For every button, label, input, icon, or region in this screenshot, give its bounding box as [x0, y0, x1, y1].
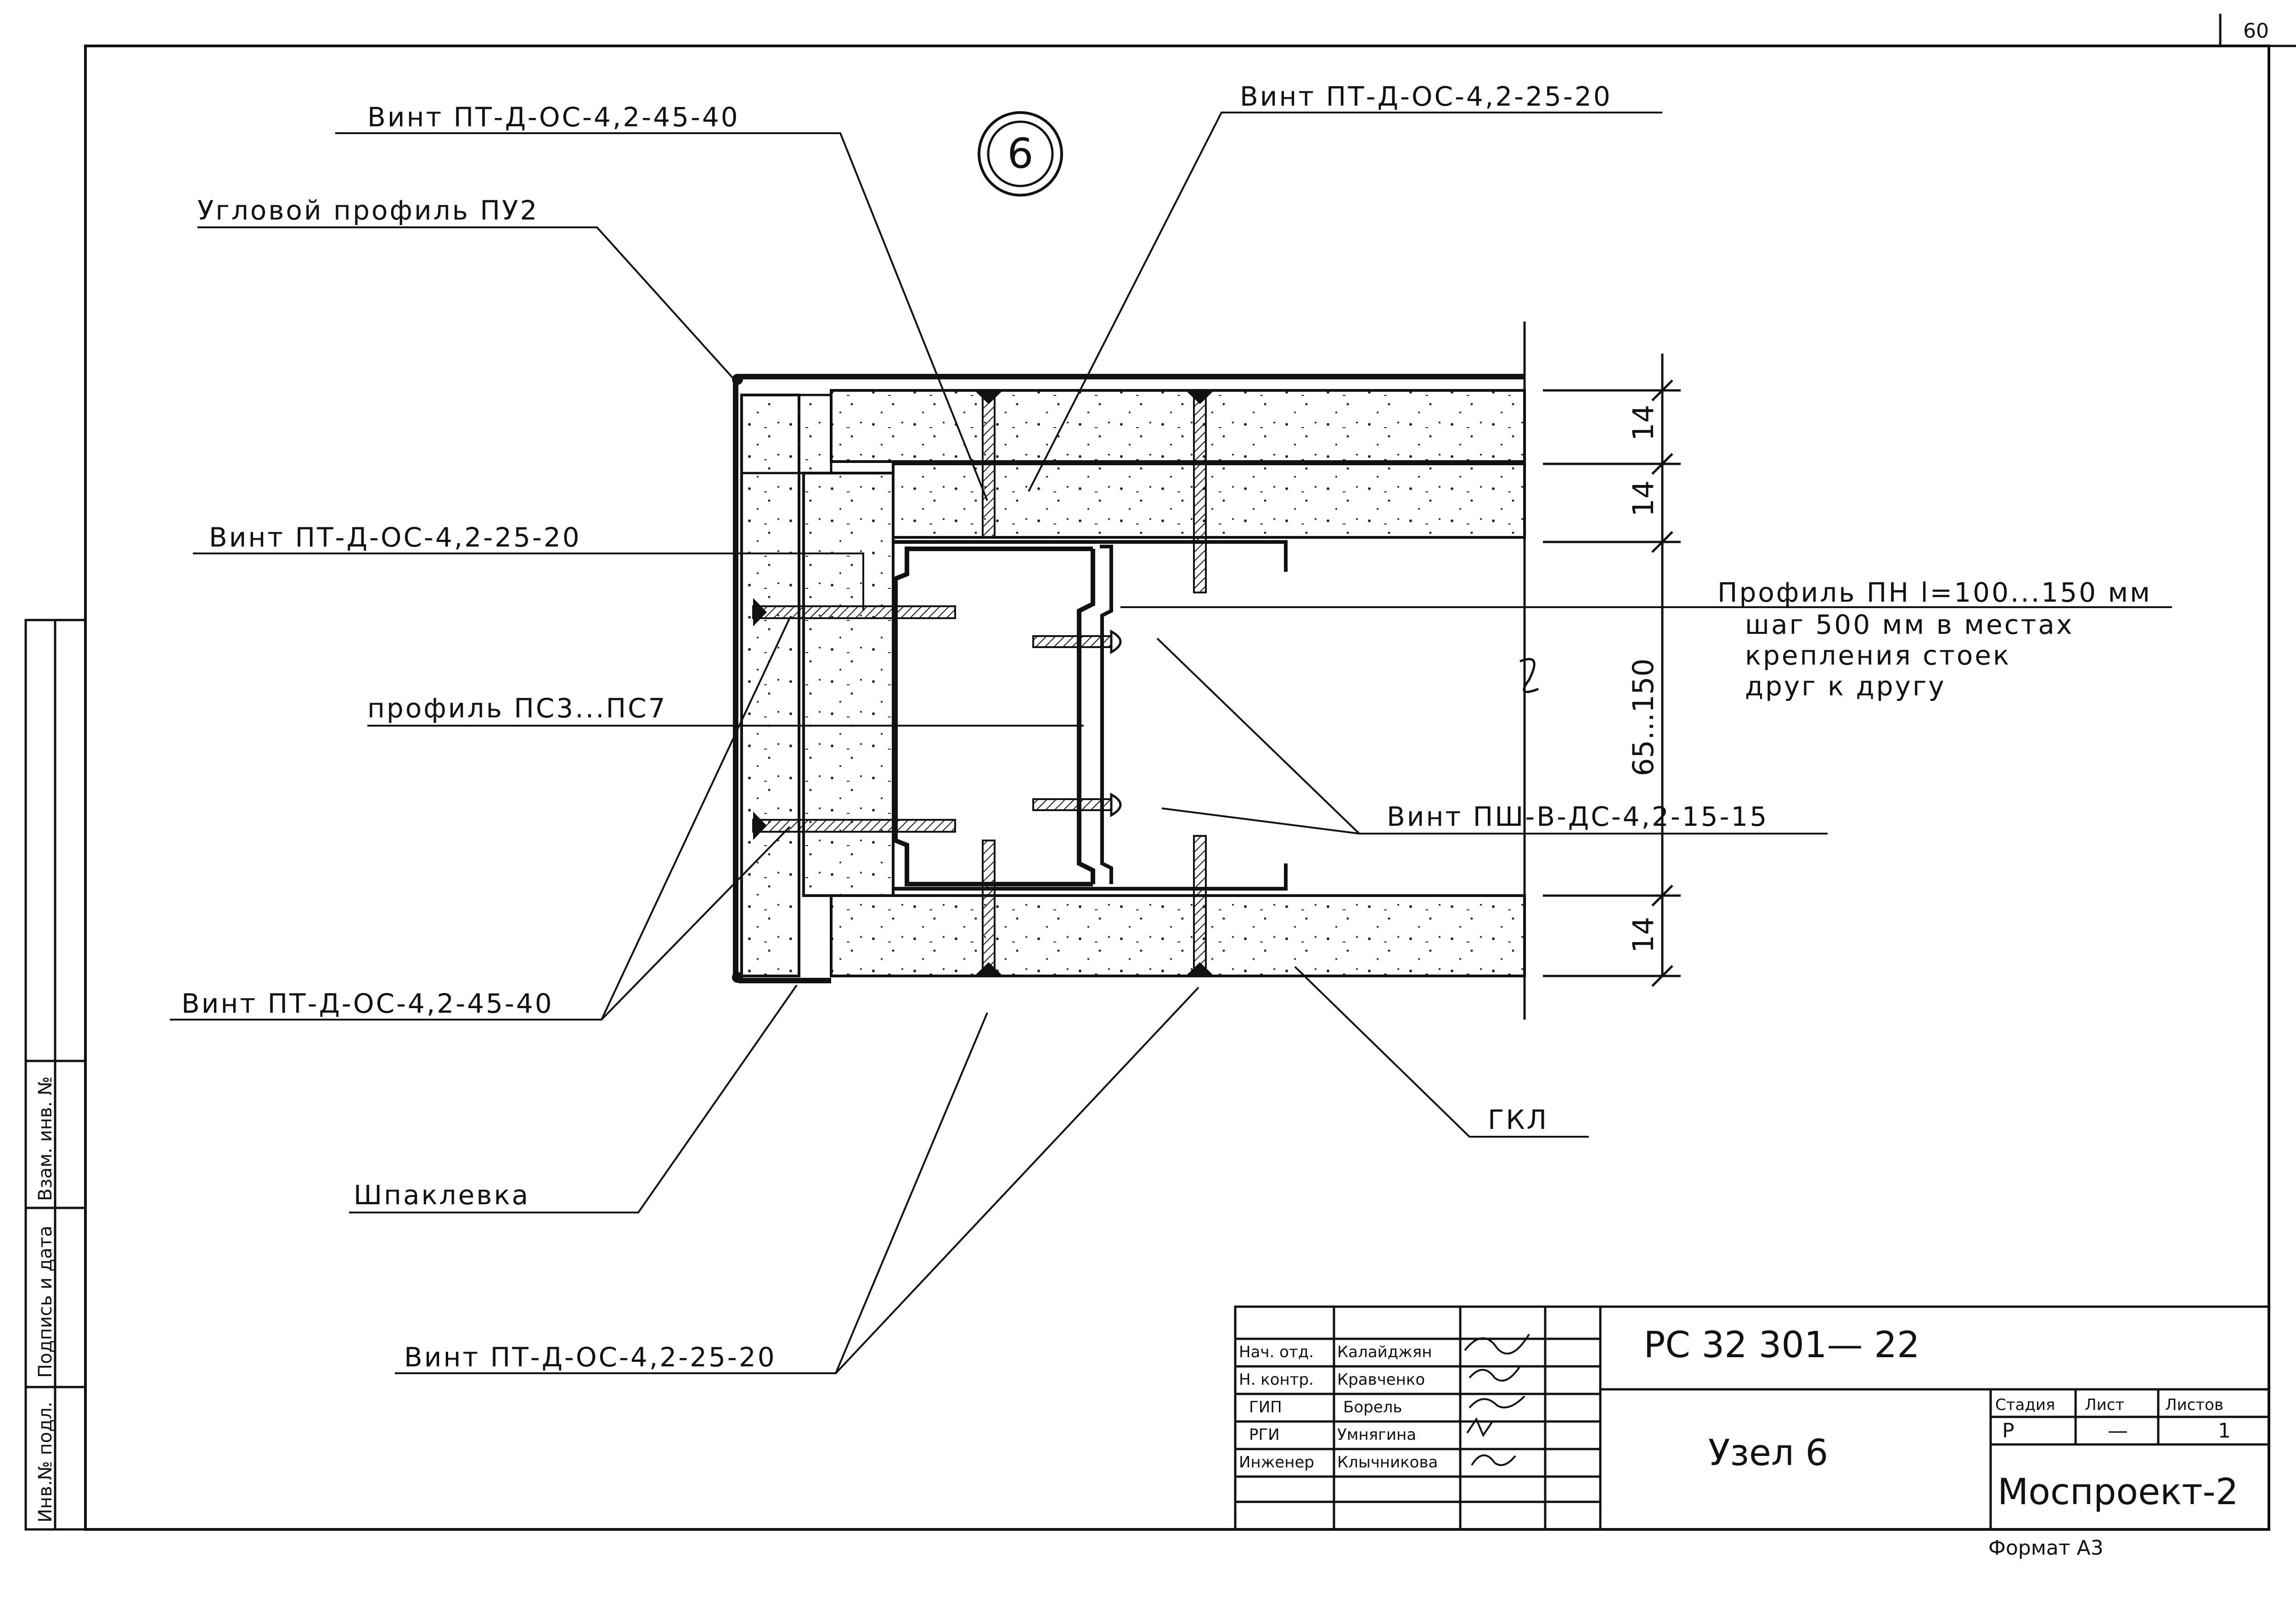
label-profile-pn-2: шаг 500 мм в местах [1745, 609, 2074, 640]
tb-name-3: Борель [1343, 1398, 1402, 1416]
document-code: РС 32 301— 22 [1643, 1325, 1919, 1366]
sheets-value: 1 [2218, 1419, 2231, 1443]
label-screw-bottom-left: Винт ПТ-Д-ОС-4,2-45-40 [181, 988, 554, 1019]
wall-junction-detail [732, 321, 1539, 1020]
label-screw-mid-left: Винт ПТ-Д-ОС-4,2-25-20 [209, 522, 581, 553]
tb-name-5: Клычникова [1337, 1453, 1438, 1472]
gkl-vertical-outer [740, 394, 800, 977]
label-gkl: ГКЛ [1488, 1104, 1548, 1135]
tb-role-5: Инженер [1239, 1453, 1314, 1472]
pn-profile-top [893, 540, 1288, 572]
gkl-bottom [830, 894, 1526, 977]
sheets-header: Листов [2165, 1396, 2223, 1414]
label-corner-profile: Угловой профиль ПУ2 [197, 195, 539, 226]
label-screw-top-right: Винт ПТ-Д-ОС-4,2-25-20 [1240, 81, 1612, 112]
screw-left-top [752, 598, 956, 626]
node-marker-number: 6 [1007, 130, 1033, 178]
label-profile-pn-3: крепления стоек [1745, 640, 2011, 671]
tb-role-4: РГИ [1249, 1426, 1280, 1444]
dimension-d2: 14 [1626, 480, 1660, 517]
tb-role-2: Н. контр. [1239, 1370, 1314, 1389]
label-profile-pn-4: друг к другу [1745, 671, 1946, 702]
tb-name-1: Калайджян [1337, 1343, 1432, 1361]
sheet-header: Лист [2085, 1396, 2124, 1414]
sheet-number: 60 [2243, 19, 2269, 43]
leader-lines [170, 112, 2172, 1374]
label-putty: Шпаклевка [354, 1179, 530, 1211]
gkl-top-outer [830, 389, 1526, 463]
side-stamp-inv-podl: Инв.№ подл. [35, 1402, 56, 1523]
dimension-chain [1543, 354, 1681, 987]
ps-stud-profile [893, 547, 1093, 886]
dimension-d4: 14 [1626, 917, 1660, 953]
screw-top-2 [1186, 389, 1214, 593]
stage-header: Стадия [1995, 1396, 2055, 1414]
dimension-d3: 65...150 [1626, 659, 1660, 776]
label-profile-ps: профиль ПС3...ПС7 [367, 693, 667, 724]
label-screw-bottom: Винт ПТ-Д-ОС-4,2-25-20 [404, 1342, 777, 1373]
tb-role-1: Нач. отд. [1239, 1343, 1314, 1361]
pn-profile-bottom [893, 863, 1288, 891]
screw-psh-bottom [1032, 792, 1122, 818]
screw-bottom-2 [1186, 835, 1214, 977]
sheet-frame [84, 14, 2296, 1531]
node-marker: 6 [978, 111, 1063, 197]
dimension-d1: 14 [1626, 405, 1660, 441]
label-screw-top-left: Винт ПТ-Д-ОС-4,2-45-40 [367, 102, 740, 133]
label-profile-pn-1: Профиль ПН l=100...150 мм [1717, 577, 2152, 608]
tb-role-3: ГИП [1249, 1398, 1282, 1416]
title-block-people: Нач. отд. Калайджян Н. контр. Кравченко … [1239, 1343, 1438, 1472]
drawing-title: Узел 6 [1708, 1433, 1828, 1474]
organization-name: Моспроект-2 [1998, 1472, 2238, 1513]
side-stamp [24, 619, 87, 1531]
side-stamp-vzam-inv: Взам. инв. № [35, 1076, 56, 1201]
label-screw-psh: Винт ПШ-В-ДС-4,2-15-15 [1387, 801, 1768, 832]
side-stamp-signature-date: Подпись и дата [35, 1226, 56, 1378]
tb-name-4: Умнягина [1337, 1426, 1416, 1444]
stage-value: Р [2002, 1419, 2015, 1443]
sheet-value: — [2108, 1419, 2128, 1443]
screw-bottom-1 [974, 840, 1003, 977]
signatures [1464, 1333, 1530, 1466]
screw-psh-top [1032, 629, 1122, 654]
title-block [1234, 1305, 2270, 1531]
screw-top-1 [974, 389, 1003, 538]
sheet-format: Формат А3 [1988, 1536, 2104, 1560]
tb-name-2: Кравченко [1337, 1370, 1425, 1389]
